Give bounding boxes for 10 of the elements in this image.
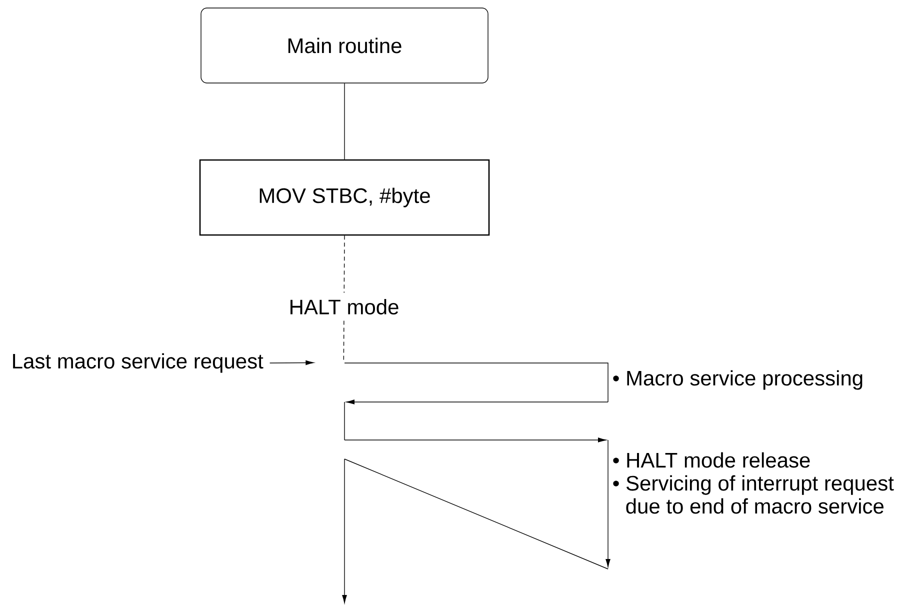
connector-line bbox=[344, 83, 345, 160]
note-text: • Servicing of interrupt request due to end of macro service bbox=[613, 475, 894, 514]
note-text: • HALT mode release bbox=[613, 452, 810, 468]
note-text: • Macro service processing bbox=[613, 370, 862, 390]
edge-label: HALT mode bbox=[290, 299, 398, 314]
arrow bbox=[269, 360, 314, 366]
instruction-box: MOV STBC, #byte bbox=[199, 159, 490, 236]
request-text: Last macro service request bbox=[13, 353, 264, 373]
timing-trace-drawing bbox=[342, 362, 610, 604]
routine-box: Main routine bbox=[200, 8, 488, 84]
